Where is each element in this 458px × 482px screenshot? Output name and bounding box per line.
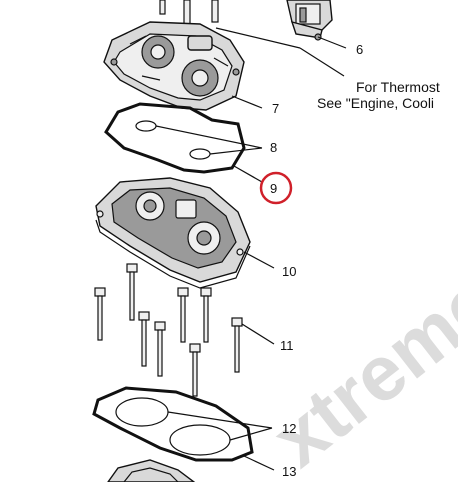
bolt-1 bbox=[94, 287, 106, 341]
callout-8: 8 bbox=[270, 140, 277, 155]
thermostat-housing bbox=[286, 0, 333, 41]
note-line-1: For Thermost bbox=[356, 79, 440, 95]
bolt-7 bbox=[189, 343, 201, 397]
callout-11: 11 bbox=[280, 338, 294, 353]
bolt-3 bbox=[138, 311, 150, 367]
highlight-circle bbox=[259, 171, 293, 205]
leader-10 bbox=[243, 251, 275, 269]
leader-8 bbox=[155, 125, 263, 155]
callout-9: 9 bbox=[270, 181, 277, 196]
leader-11 bbox=[241, 323, 275, 345]
leader-6 bbox=[317, 36, 347, 49]
watermark: xtreme bbox=[256, 257, 458, 482]
note-leader bbox=[215, 27, 345, 77]
watermark-text: xtreme bbox=[256, 257, 458, 482]
callout-10: 10 bbox=[282, 264, 296, 279]
cylinder-head bbox=[95, 177, 251, 289]
head-gasket bbox=[92, 386, 254, 462]
cover-plate bbox=[103, 21, 245, 111]
leader-13 bbox=[243, 455, 275, 471]
callout-6: 6 bbox=[356, 42, 363, 57]
cylinder-block bbox=[107, 459, 196, 482]
note-line-2: See "Engine, Cooli bbox=[317, 95, 434, 111]
bolt-6 bbox=[200, 287, 212, 343]
callout-12: 12 bbox=[282, 421, 296, 436]
bolt-8 bbox=[231, 317, 243, 373]
leader-12 bbox=[167, 411, 273, 441]
bolt-2 bbox=[126, 263, 138, 321]
head-bolts bbox=[94, 263, 243, 397]
bolt-5 bbox=[177, 287, 189, 343]
cover-gasket bbox=[104, 102, 246, 174]
top-bolts bbox=[159, 0, 219, 25]
bolt-4 bbox=[154, 321, 166, 377]
leader-9 bbox=[233, 165, 263, 183]
callout-7: 7 bbox=[272, 101, 279, 116]
callout-13: 13 bbox=[282, 464, 296, 479]
leader-7 bbox=[231, 95, 263, 109]
